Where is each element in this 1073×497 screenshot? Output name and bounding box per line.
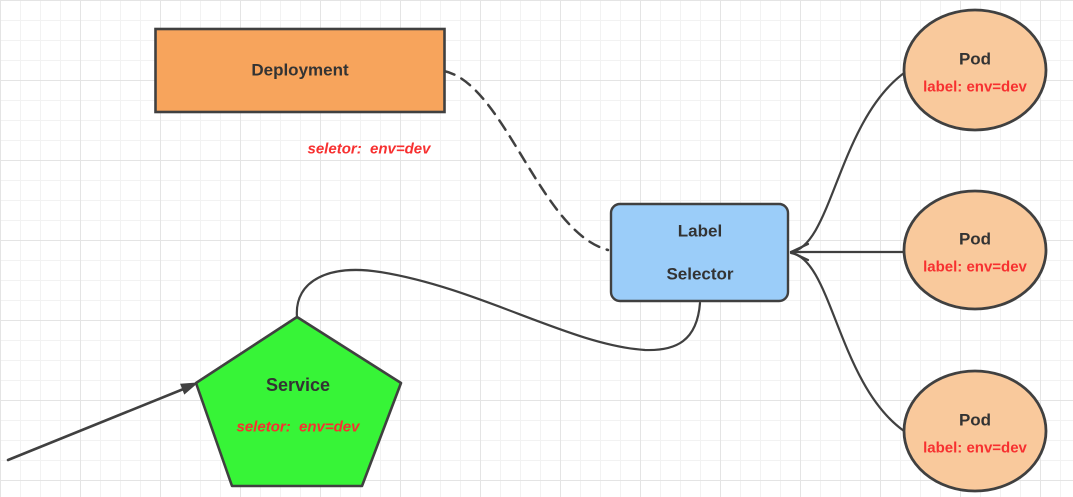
pod-3-label: label: env=dev <box>923 440 1027 457</box>
label-selector-node[interactable] <box>609 202 790 303</box>
selector-left-arrowhead-icon <box>789 242 810 262</box>
deployment-selector-note: seletor: env=dev <box>308 141 433 158</box>
pod-node-1[interactable] <box>902 8 1048 132</box>
pod-node-3[interactable] <box>902 369 1048 493</box>
connector-selector-to-pod-3[interactable] <box>789 251 906 433</box>
connector-deployment-to-selector[interactable] <box>442 69 610 252</box>
label-selector-line2: Selector <box>666 265 733 284</box>
pod-1-label: label: env=dev <box>923 79 1027 96</box>
deployment-node[interactable] <box>154 27 446 114</box>
service-node[interactable] <box>194 315 403 488</box>
service-inbound-arrow[interactable] <box>6 386 188 462</box>
pod-2-title: Pod <box>959 230 991 249</box>
connector-service-to-selector[interactable] <box>295 268 702 352</box>
service-label: Service <box>266 375 330 395</box>
service-selector-note: seletor: env=dev <box>237 419 362 436</box>
pod-2-label: label: env=dev <box>923 259 1027 276</box>
pod-3-title: Pod <box>959 411 991 430</box>
pod-1-title: Pod <box>959 50 991 69</box>
connector-selector-to-pod-1[interactable] <box>789 71 906 254</box>
deployment-label: Deployment <box>251 61 349 80</box>
label-selector-line1: Label <box>678 222 722 241</box>
service-inbound-arrowhead-icon <box>180 382 199 395</box>
pod-node-2[interactable] <box>902 189 1048 311</box>
